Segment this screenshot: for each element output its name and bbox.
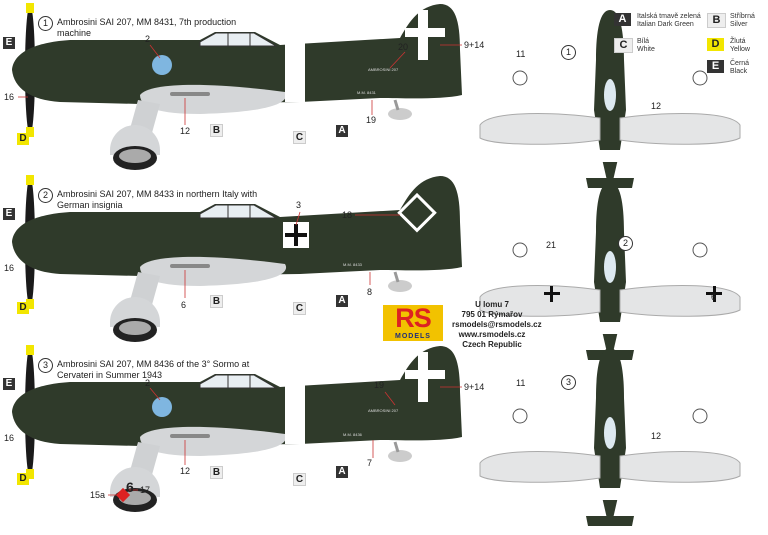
callout: 7 bbox=[367, 458, 373, 468]
serial-3: M.M. 8436 bbox=[343, 432, 362, 437]
callout: 11 bbox=[516, 49, 526, 59]
callout: 12 bbox=[651, 431, 662, 441]
callout: 12 bbox=[180, 466, 191, 476]
callout: 19 bbox=[374, 380, 385, 390]
legend-swatch-e: E bbox=[707, 60, 724, 73]
callout: 19 bbox=[366, 115, 377, 125]
topview-number-2: 2 bbox=[618, 236, 633, 251]
callout: 20 bbox=[398, 42, 409, 52]
profile-title-2: Ambrosini SAI 207, MM 8433 in northern I… bbox=[57, 189, 258, 210]
squadron-badge-3 bbox=[152, 397, 172, 417]
topview-number-1: 1 bbox=[561, 45, 576, 60]
callout: 12 bbox=[180, 126, 191, 136]
callout: 8 bbox=[367, 287, 373, 297]
profile-title-3: Ambrosini SAI 207, MM 8436 of the 3° Sor… bbox=[57, 359, 250, 380]
callout: 12 bbox=[651, 101, 662, 111]
wheel-emblem bbox=[115, 487, 131, 503]
profile-number-1: 1 bbox=[38, 16, 53, 31]
callout: 16 bbox=[4, 263, 15, 273]
legend-swatch-d: D bbox=[707, 38, 724, 51]
white-tail-cross-3 bbox=[405, 352, 445, 402]
callout: 2 bbox=[145, 378, 151, 388]
paint-code-b: B bbox=[210, 466, 223, 479]
white-fuselage-band-3 bbox=[285, 380, 305, 444]
serial-1: M.M. 8431 bbox=[357, 90, 376, 95]
website-link[interactable]: www.rsmodels.cz bbox=[458, 330, 526, 339]
callout: 3 bbox=[296, 200, 302, 210]
swastika-outline-box bbox=[397, 192, 437, 233]
paint-code-c: C bbox=[293, 302, 306, 315]
callout: 21 bbox=[546, 240, 557, 250]
callout: 18 bbox=[342, 210, 353, 220]
white-tail-cross-1 bbox=[405, 10, 445, 60]
legend-swatch-a: A bbox=[614, 13, 631, 26]
paint-code-c: C bbox=[293, 473, 306, 486]
paint-code-a: A bbox=[336, 466, 348, 478]
serial-2: M.M. 8433 bbox=[343, 262, 362, 267]
rs-models-logo: RS MODELS bbox=[383, 303, 443, 341]
callout: 11 bbox=[516, 378, 526, 388]
callout: 6 bbox=[181, 300, 187, 310]
callout: 9+14 bbox=[464, 382, 485, 392]
german-cross-wing bbox=[544, 286, 722, 302]
paint-code-e: E bbox=[3, 378, 15, 390]
callout: 2 bbox=[145, 34, 151, 44]
callout: 9+14 bbox=[464, 40, 485, 50]
topview-number-3: 3 bbox=[561, 375, 576, 390]
squadron-badge-1 bbox=[152, 55, 172, 75]
profile-title-1: Ambrosini SAI 207, MM 8431, 7th producti… bbox=[57, 17, 237, 38]
paint-code-d: D bbox=[17, 302, 29, 314]
profile-number-3: 3 bbox=[38, 358, 53, 373]
german-cross-fuselage bbox=[283, 222, 309, 248]
callout: 15a bbox=[90, 490, 106, 500]
paint-code-a: A bbox=[336, 295, 348, 307]
tail-text-3: AMBROSINI 207 bbox=[368, 408, 399, 413]
paint-code-b: B bbox=[210, 124, 223, 137]
german-cross-upper bbox=[542, 227, 724, 241]
legend-swatch-c: C bbox=[614, 38, 633, 53]
paint-code-d: D bbox=[17, 473, 29, 485]
callout: 6 bbox=[711, 292, 717, 302]
tail-text-1: AMBROSINI 207 bbox=[368, 67, 399, 72]
white-fuselage-band-1 bbox=[285, 38, 305, 102]
callout: 16 bbox=[4, 92, 15, 102]
email-link[interactable]: rsmodels@rsmodels.cz bbox=[452, 320, 542, 329]
paint-code-e: E bbox=[3, 208, 15, 220]
paint-code-b: B bbox=[210, 295, 223, 308]
callout: 16 bbox=[4, 433, 15, 443]
paint-code-a: A bbox=[336, 125, 348, 137]
wheel-marking: 6 bbox=[126, 479, 134, 495]
paint-code-c: C bbox=[293, 131, 306, 144]
legend-swatch-b: B bbox=[707, 13, 726, 28]
paint-code-e: E bbox=[3, 37, 15, 49]
profile-number-2: 2 bbox=[38, 188, 53, 203]
paint-code-d: D bbox=[17, 133, 29, 145]
callout: 17 bbox=[140, 485, 151, 495]
